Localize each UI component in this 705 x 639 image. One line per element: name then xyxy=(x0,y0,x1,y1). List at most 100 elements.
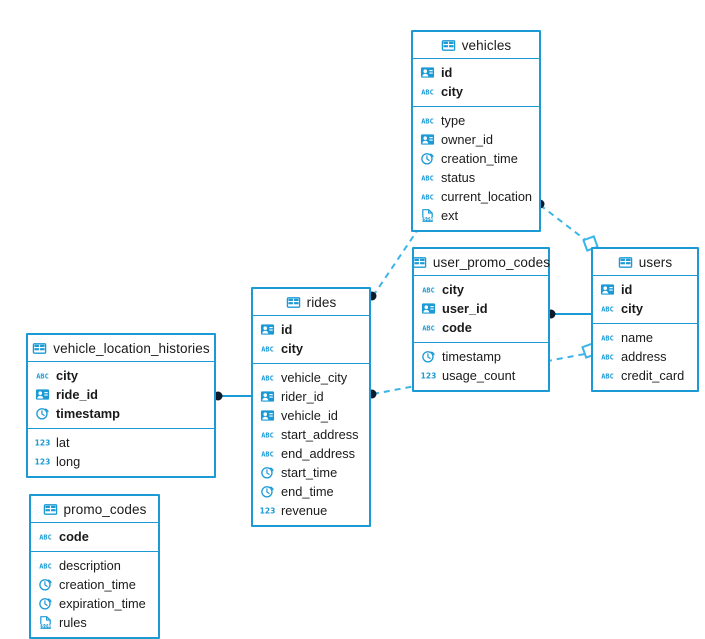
column-name: type xyxy=(441,113,466,128)
svg-text:ABC: ABC xyxy=(601,335,614,343)
column-name: address xyxy=(621,349,667,364)
primary-key-row-users-id[interactable]: id xyxy=(593,280,697,299)
column-row-promo_codes-creation_time[interactable]: creation_time xyxy=(31,575,158,594)
primary-key-row-vehicle_location_histories-timestamp[interactable]: timestamp xyxy=(28,404,214,423)
key-icon xyxy=(260,391,275,402)
column-row-rides-end_time[interactable]: end_time xyxy=(253,482,369,501)
svg-text:123: 123 xyxy=(421,372,436,381)
primary-key-row-vehicles-id[interactable]: id xyxy=(413,63,539,82)
column-row-user_promo_codes-usage_count[interactable]: 123 usage_count xyxy=(414,366,548,385)
table-header-user_promo_codes[interactable]: user_promo_codes xyxy=(412,249,551,276)
json-icon: JSON xyxy=(421,209,433,222)
table-header-vehicles[interactable]: vehicles xyxy=(413,32,539,59)
column-name: vehicle_id xyxy=(281,408,338,423)
column-row-users-credit_card[interactable]: ABC credit_card xyxy=(593,366,697,385)
columns-section-promo_codes: ABC description creation_time expiration_ti… xyxy=(31,551,158,637)
column-name: timestamp xyxy=(56,406,121,421)
clock-icon xyxy=(261,467,274,479)
column-row-vehicles-owner_id[interactable]: owner_id xyxy=(413,130,539,149)
table-title: promo_codes xyxy=(63,501,147,517)
column-row-user_promo_codes-timestamp[interactable]: timestamp xyxy=(414,347,548,366)
column-name: end_address xyxy=(281,446,355,461)
table-header-vehicle_location_histories[interactable]: vehicle_location_histories xyxy=(28,335,214,362)
table-title: rides xyxy=(306,294,337,310)
primary-key-row-user_promo_codes-user_id[interactable]: user_id xyxy=(414,299,548,318)
table-header-rides[interactable]: rides xyxy=(253,289,369,316)
abc-icon: ABC xyxy=(421,118,434,126)
primary-key-row-vehicle_location_histories-city[interactable]: ABC city xyxy=(28,366,214,385)
column-row-promo_codes-description[interactable]: ABC description xyxy=(31,556,158,575)
number-icon: 123 xyxy=(260,507,275,516)
svg-text:123: 123 xyxy=(35,439,50,448)
svg-text:ABC: ABC xyxy=(39,563,52,571)
svg-text:ABC: ABC xyxy=(36,373,49,381)
column-name: id xyxy=(621,282,633,297)
svg-text:JSON: JSON xyxy=(421,216,433,221)
abc-icon: ABC xyxy=(261,451,274,459)
json-icon: JSON xyxy=(39,616,51,629)
column-row-vehicles-creation_time[interactable]: creation_time xyxy=(413,149,539,168)
table-icon xyxy=(618,256,632,268)
column-row-promo_codes-expiration_time[interactable]: expiration_time xyxy=(31,594,158,613)
svg-text:ABC: ABC xyxy=(601,373,614,381)
column-name: description xyxy=(59,558,121,573)
column-row-vehicles-type[interactable]: ABC type xyxy=(413,111,539,130)
column-row-rides-rider_id[interactable]: rider_id xyxy=(253,387,369,406)
key-icon xyxy=(35,389,50,400)
table-icon xyxy=(33,342,47,354)
column-name: expiration_time xyxy=(59,596,146,611)
column-name: city xyxy=(56,368,79,383)
column-name: revenue xyxy=(281,503,328,518)
svg-text:ABC: ABC xyxy=(421,175,434,183)
primary-key-row-rides-id[interactable]: id xyxy=(253,320,369,339)
abc-icon: ABC xyxy=(39,563,52,571)
svg-text:ABC: ABC xyxy=(421,194,434,202)
column-name: credit_card xyxy=(621,368,685,383)
column-name: usage_count xyxy=(442,368,516,383)
table-header-users[interactable]: users xyxy=(593,249,697,276)
column-row-rides-vehicle_id[interactable]: vehicle_id xyxy=(253,406,369,425)
column-name: city xyxy=(281,341,304,356)
svg-text:ABC: ABC xyxy=(422,287,435,295)
primary-key-section-vehicle_location_histories: ABC city ride_id timestamp xyxy=(28,362,214,428)
clock-icon xyxy=(39,598,52,610)
table-header-promo_codes[interactable]: promo_codes xyxy=(31,496,158,523)
abc-icon: ABC xyxy=(601,335,614,343)
column-row-rides-start_time[interactable]: start_time xyxy=(253,463,369,482)
primary-key-row-vehicle_location_histories-ride_id[interactable]: ride_id xyxy=(28,385,214,404)
column-row-rides-end_address[interactable]: ABC end_address xyxy=(253,444,369,463)
column-row-rides-revenue[interactable]: 123 revenue xyxy=(253,501,369,520)
svg-text:ABC: ABC xyxy=(261,346,274,354)
abc-icon: ABC xyxy=(601,306,614,314)
primary-key-row-rides-city[interactable]: ABC city xyxy=(253,339,369,358)
table-title: user_promo_codes xyxy=(432,254,551,270)
clock-icon xyxy=(421,153,434,165)
